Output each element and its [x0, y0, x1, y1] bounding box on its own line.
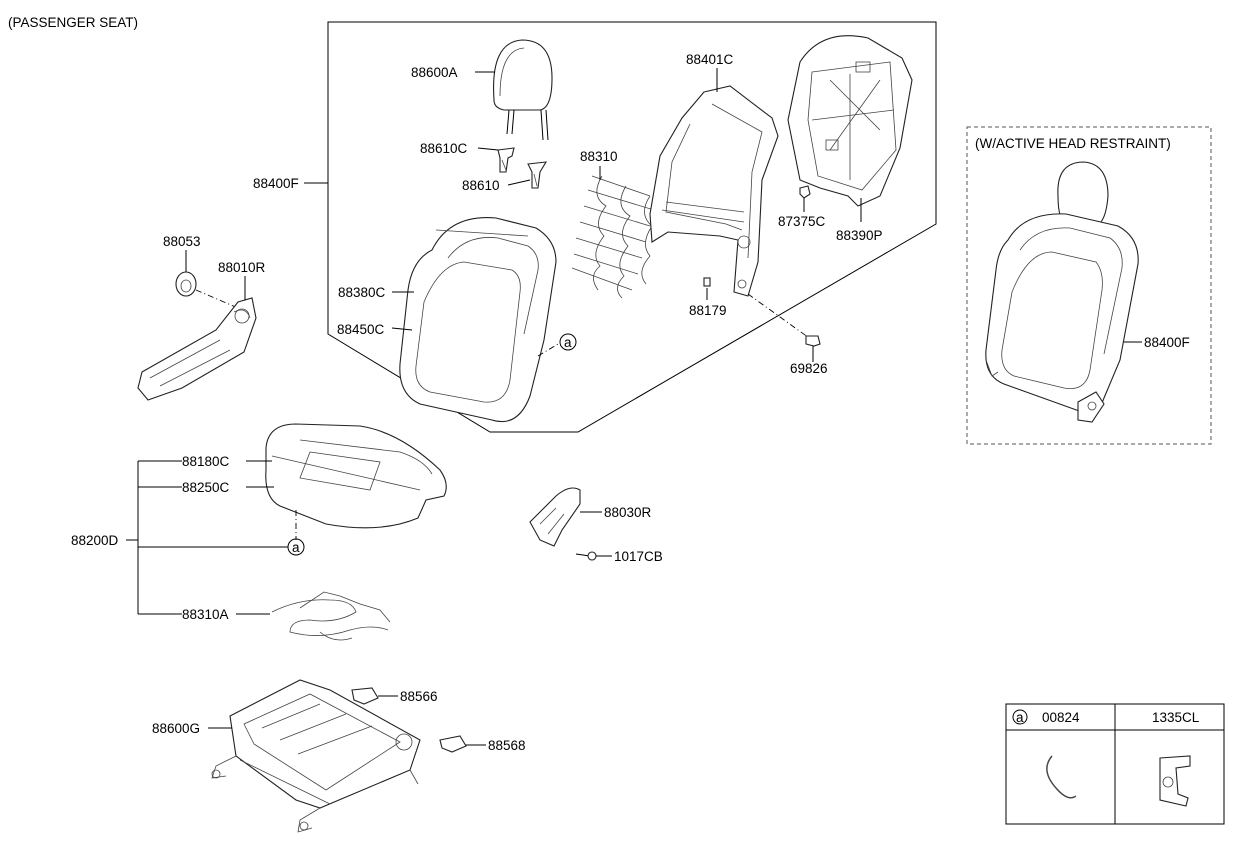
- seat-back-cushion: [399, 217, 557, 423]
- side-cover-88030R: [529, 487, 581, 547]
- label-88600G: 88600G: [152, 721, 200, 736]
- seat-back-frame: [649, 85, 779, 297]
- label-88310A: 88310A: [182, 607, 229, 622]
- label-88380C: 88380C: [338, 285, 386, 300]
- clip-1335CL: [1159, 755, 1191, 807]
- label-88566: 88566: [400, 689, 438, 704]
- label-88053: 88053: [163, 234, 201, 249]
- label-88200D: 88200D: [71, 533, 119, 548]
- table-marker: a: [1016, 710, 1024, 725]
- cover-88566: [351, 687, 379, 705]
- label-88030R: 88030R: [604, 505, 652, 520]
- headrest-guide-88610: [527, 161, 548, 189]
- label-88401C: 88401C: [686, 52, 734, 67]
- inset-seat-back: [985, 161, 1139, 423]
- screw-1017CB: [575, 551, 597, 561]
- label-88610C: 88610C: [420, 141, 468, 156]
- knob-88053: [175, 271, 197, 297]
- seat-back-group-outline: [327, 21, 937, 433]
- seat-cushion: [265, 423, 447, 529]
- label-88179: 88179: [689, 303, 727, 318]
- label-88568: 88568: [488, 738, 526, 753]
- cushion-spring: [271, 591, 391, 641]
- clip-87375C: [799, 185, 811, 199]
- label-88600A: 88600A: [411, 65, 458, 80]
- label-88400F: 88400F: [253, 176, 299, 191]
- headrest-guide-88610C: [497, 147, 515, 173]
- callout-a-cushion-label: a: [292, 540, 300, 555]
- bolt-69826: [805, 335, 821, 347]
- seat-track-assembly: [211, 679, 421, 833]
- label-88610: 88610: [462, 178, 500, 193]
- label-88180C: 88180C: [182, 454, 230, 469]
- cover-88568: [439, 735, 467, 753]
- label-87375C: 87375C: [778, 214, 826, 229]
- inset-title: (W/ACTIVE HEAD RESTRAINT): [975, 136, 1171, 151]
- table-col1: 00824: [1042, 710, 1080, 725]
- label-88250C: 88250C: [182, 480, 230, 495]
- label-69826: 69826: [790, 361, 828, 376]
- table-col2: 1335CL: [1152, 710, 1200, 725]
- diagram-title: (PASSENGER SEAT): [8, 15, 138, 30]
- callout-a-back-label: a: [564, 335, 572, 350]
- headrest: [493, 39, 553, 141]
- recliner-cover-88010R: [137, 297, 257, 401]
- label-88450C: 88450C: [337, 322, 385, 337]
- label-1017CB: 1017CB: [614, 549, 663, 564]
- label-88310: 88310: [580, 149, 618, 164]
- callout-a-back: [559, 333, 577, 351]
- reference-table: a 00824 1335CL: [1005, 703, 1225, 825]
- callout-a-cushion: [287, 538, 305, 556]
- label-88390P: 88390P: [836, 228, 883, 243]
- inset-label-88400F: 88400F: [1144, 335, 1190, 350]
- label-88010R: 88010R: [218, 260, 266, 275]
- pin-88179: [703, 277, 711, 287]
- back-spring-mat: [571, 175, 655, 299]
- inset-box: [966, 126, 1212, 445]
- seat-back-board: [787, 35, 913, 207]
